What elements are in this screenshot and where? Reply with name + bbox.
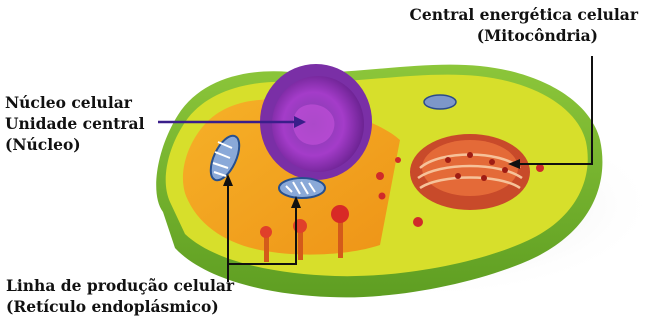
nucleus-label: Núcleo celular Unidade central (Núcleo) — [5, 92, 144, 155]
er-body-center — [279, 178, 325, 198]
nucleus-label-line1: Núcleo celular — [5, 92, 144, 113]
er-label-line2: (Retículo endoplásmico) — [6, 296, 234, 317]
vesicle-top — [424, 95, 456, 109]
mitochondria-label-line2: (Mitocôndria) — [410, 25, 638, 46]
mitochondria-label: Central energética celular (Mitocôndria) — [410, 4, 638, 46]
nucleus-label-line3: (Núcleo) — [5, 134, 144, 155]
er-label: Linha de produção celular (Retículo endo… — [6, 275, 234, 317]
nucleus-label-line2: Unidade central — [5, 113, 144, 134]
er-label-line1: Linha de produção celular — [6, 275, 234, 296]
mitochondria-label-line1: Central energética celular — [410, 4, 638, 25]
